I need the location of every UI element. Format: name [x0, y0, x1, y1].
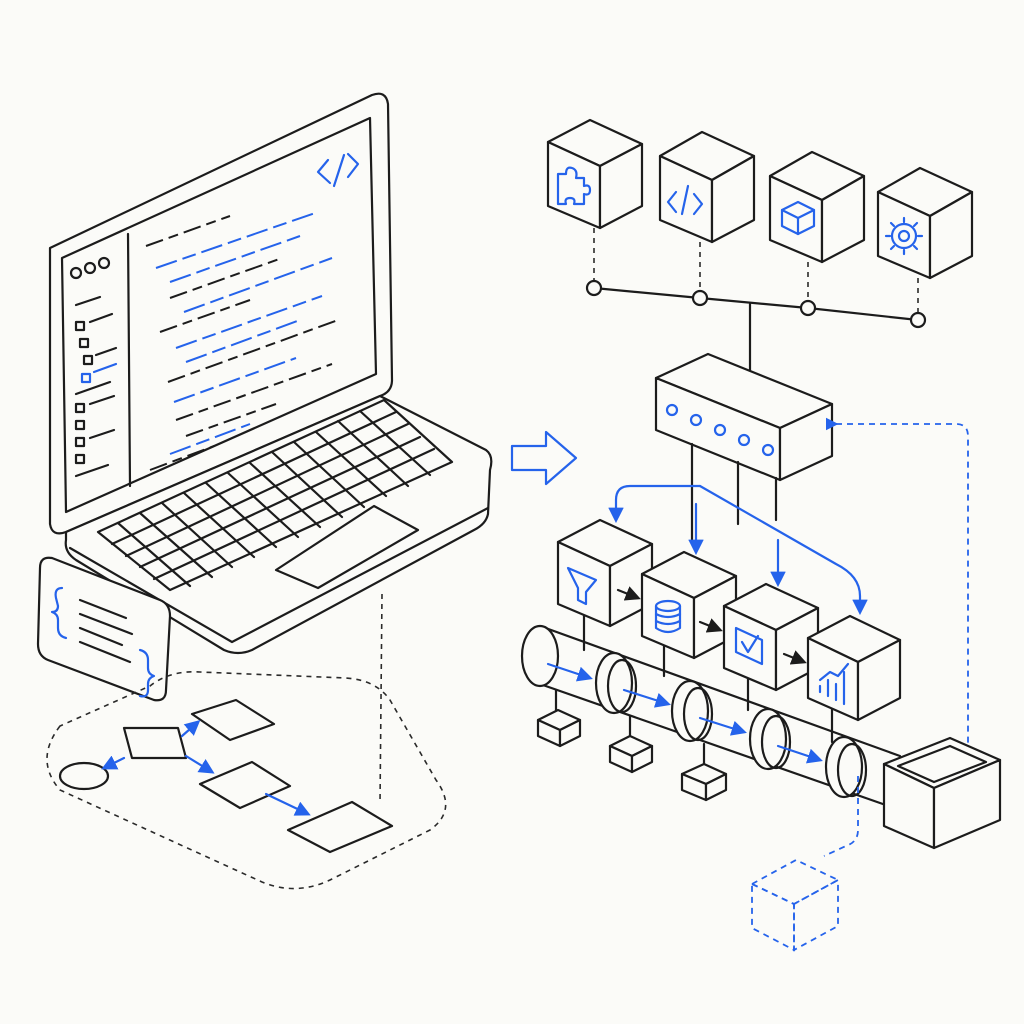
pipe-supports: [536, 688, 728, 802]
service-bus: [585, 228, 927, 384]
output-placeholder-cube: [750, 776, 859, 952]
bus-node: [691, 289, 709, 307]
stage-validate: [722, 582, 820, 712]
puzzle-icon: [556, 166, 592, 206]
code-editor-lines: [145, 211, 339, 471]
cube-icon: [780, 200, 816, 236]
laptop: [48, 92, 493, 655]
flow-arrow: [184, 754, 215, 774]
flowchart-boundary: [46, 670, 447, 890]
module-cube-code: [658, 130, 756, 244]
stage-analytics: [806, 614, 902, 744]
router-hub: [654, 352, 969, 744]
pipeline-stages: [556, 518, 902, 744]
filter-funnel-icon: [566, 566, 598, 606]
laptop-lid: [48, 92, 394, 535]
pipeline-pipe: [520, 624, 902, 812]
laptop-to-flow-link: [379, 593, 383, 805]
flow-step-2: [198, 760, 292, 810]
pipe-flanges: [594, 651, 868, 799]
window-dots: [69, 256, 111, 280]
stage-database: [640, 550, 738, 678]
file-tree: [74, 295, 118, 478]
flowchart-sketch: [46, 593, 447, 890]
flow-step-3: [286, 800, 394, 854]
database-icon: [654, 599, 682, 634]
curly-brace-right-icon: [138, 648, 156, 698]
flow-direction-arrows: [546, 662, 823, 764]
right-arrow-icon: [510, 430, 578, 486]
flow-terminator: [58, 761, 110, 791]
keyboard: [96, 398, 454, 592]
stage-filter: [556, 518, 654, 652]
status-lights: [665, 403, 775, 457]
distribution-arrows: [608, 484, 868, 616]
code-brackets-icon: [316, 152, 360, 188]
flow-arrow: [101, 755, 126, 770]
flow-step-1: [190, 698, 276, 742]
checkbox-check-icon: [734, 626, 764, 666]
code-card: [36, 556, 172, 702]
code-brackets-icon: [666, 184, 704, 216]
output-container: [882, 736, 1002, 850]
service-modules: [546, 118, 974, 280]
flow-arrow: [180, 719, 201, 738]
laptop-base-edge: [68, 506, 490, 644]
flow-arrow: [264, 792, 311, 816]
bus-node: [909, 311, 927, 329]
editor-sidebar-divider: [126, 232, 132, 488]
bus-node: [799, 299, 817, 317]
touchpad: [274, 504, 420, 590]
flow-decision: [122, 726, 188, 760]
gear-icon: [884, 216, 924, 256]
bus-node: [585, 279, 603, 297]
module-cube-gear: [876, 166, 974, 280]
module-cube-box: [768, 150, 866, 264]
laptop-screen: [60, 116, 378, 514]
bar-chart-icon: [818, 662, 850, 706]
curly-brace-left-icon: [50, 586, 68, 640]
module-cube-puzzle: [546, 118, 644, 230]
